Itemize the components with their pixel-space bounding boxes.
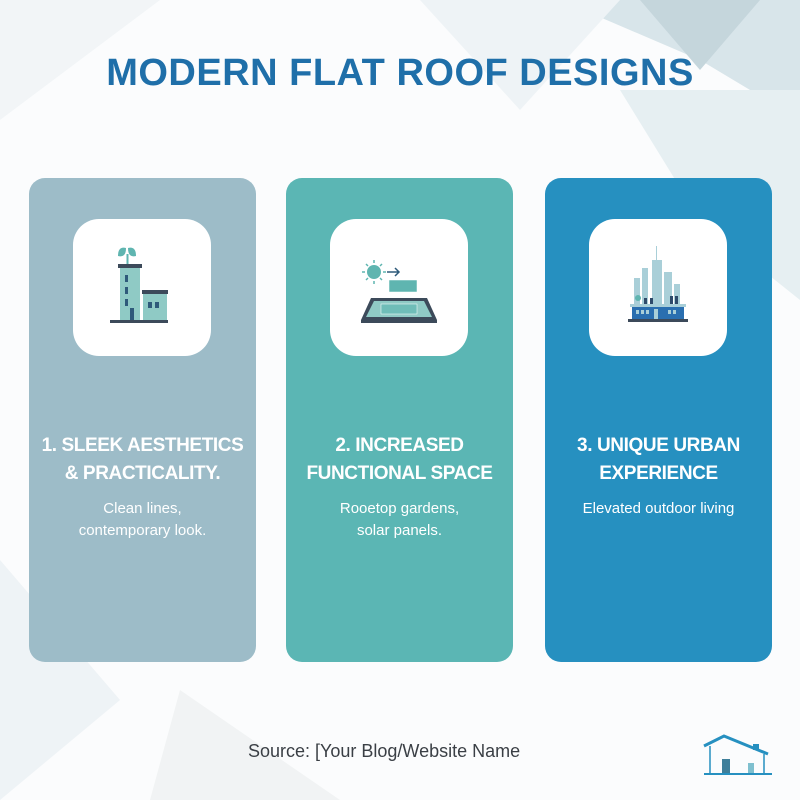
card-description: Elevated outdoor living [582,500,735,517]
card-description: Clean lines,contemporary look. [78,500,207,539]
source-text: Source: [Your Blog/Website Name [248,741,521,761]
icon-box [73,219,211,356]
card-sleek-aesthetics: 1. SLEEK AESTHETICS& PRACTICALITY. Clean… [29,178,256,662]
page-title: MODERN FLAT ROOF DESIGNS [106,52,694,94]
solar-panel-roof-icon [361,260,437,323]
city-rooftop-icon [628,246,688,322]
house-logo-icon [703,734,772,775]
green-roof-building-icon [110,247,168,323]
icon-box [589,219,727,356]
card-title: 1. SLEEK AESTHETICS& PRACTICALITY. [41,435,244,484]
icon-box [330,219,468,356]
card-description: Rooetop gardens,solar panels. [339,500,460,539]
